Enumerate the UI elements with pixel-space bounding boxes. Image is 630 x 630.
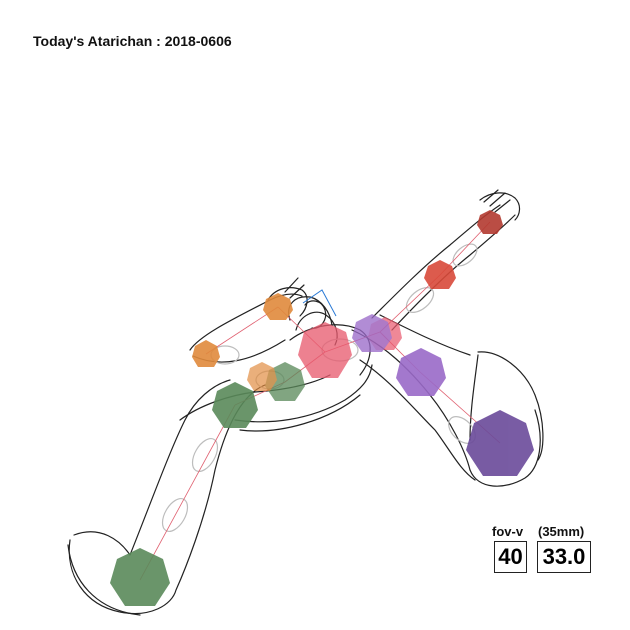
joint-left-hip[interactable]: [265, 362, 305, 401]
joint-pelvis[interactable]: [298, 322, 352, 378]
fov-label: fov-v: [492, 524, 524, 539]
lens-value-box[interactable]: 33.0: [537, 541, 591, 573]
fov-value-box[interactable]: 40: [494, 541, 527, 573]
joint-left-knee[interactable]: [212, 382, 258, 428]
joint-left-foot[interactable]: [110, 548, 170, 606]
page-title: Today's Atarichan : 2018-0606: [33, 33, 232, 49]
joint-right-shoulder[interactable]: [352, 314, 392, 352]
joint-markers[interactable]: [110, 210, 534, 606]
camera-marker: [302, 289, 337, 317]
joint-right-hand[interactable]: [477, 210, 503, 234]
joint-left-hip-orange[interactable]: [247, 362, 277, 391]
joint-right-elbow[interactable]: [424, 260, 456, 289]
joint-right-knee[interactable]: [396, 348, 446, 396]
joint-left-hand[interactable]: [263, 293, 293, 320]
joint-left-elbow[interactable]: [192, 340, 220, 367]
lens-label: (35mm): [538, 524, 585, 539]
joint-right-foot[interactable]: [466, 410, 534, 476]
